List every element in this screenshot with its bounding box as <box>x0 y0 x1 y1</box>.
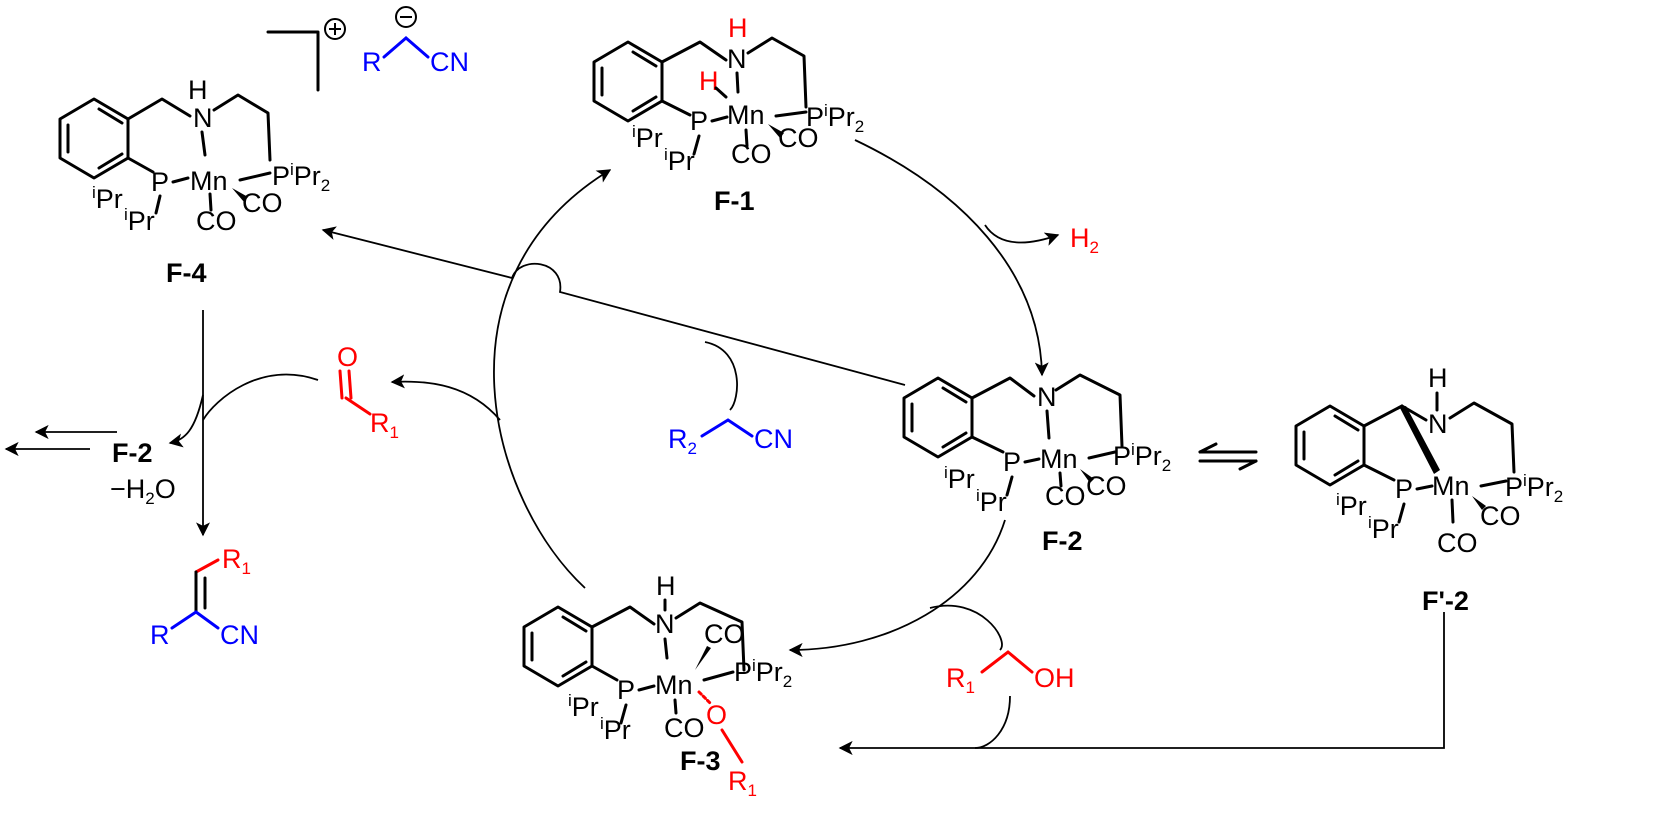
f2p-mn-label: Mn <box>1432 471 1470 501</box>
f4-ipr-a: iPr <box>92 183 123 214</box>
compound-f4: R CN H N P iPr iPr Mn CO CO Pi <box>58 6 469 288</box>
f4-h-label: H <box>188 75 208 105</box>
nitrile-substrate: R2 CN <box>668 418 793 458</box>
f2p-ipr-a: iPr <box>1336 490 1367 521</box>
f3-p-label: P <box>617 675 635 705</box>
f3-o-label: O <box>706 700 727 730</box>
nitrile-r2-label: R2 <box>668 424 697 458</box>
h2-label: H2 <box>1070 223 1099 257</box>
compound-f3: H N P iPr iPr Mn CO CO O R1 PiPr2 F-3 <box>522 571 792 800</box>
positive-charge-icon <box>324 18 346 40</box>
minus-water-label: −H2O <box>110 474 176 508</box>
f4-title: F-4 <box>166 258 207 288</box>
f2-co-b: CO <box>1086 471 1127 501</box>
f3-mn-label: Mn <box>655 670 693 700</box>
f2-ipr-b: iPr <box>976 486 1007 517</box>
f2-ipr-a: iPr <box>944 463 975 494</box>
f4-pipr2: PiPr2 <box>272 160 330 195</box>
f1-ipr-b: iPr <box>664 145 695 176</box>
product-r-label: R <box>150 620 170 650</box>
f3-co-bottom: CO <box>664 713 705 743</box>
f3-r1-label: R1 <box>728 766 757 800</box>
equilibrium-arrows <box>1198 442 1258 471</box>
f1-p-label: P <box>690 106 708 136</box>
anion-r-label: R <box>362 47 382 77</box>
f1-co-a: CO <box>731 139 772 169</box>
f2-pipr2: PiPr2 <box>1113 440 1171 475</box>
f4-mn-label: Mn <box>190 166 228 196</box>
negative-charge-icon <box>395 6 417 28</box>
f4-co-a: CO <box>196 206 237 236</box>
f2-side-label: F-2 <box>112 438 153 468</box>
f4-co-b: CO <box>242 188 283 218</box>
product-r1-label: R1 <box>222 544 251 578</box>
f2p-title: F'-2 <box>1422 586 1469 616</box>
alcohol-substrate: R1 OH <box>946 650 1075 697</box>
f2-co-a: CO <box>1045 481 1086 511</box>
f3-ipr-a: iPr <box>568 691 599 722</box>
f1-mn-h-label: H <box>699 66 719 96</box>
aldehyde-o-label: O <box>337 342 358 372</box>
alcohol-oh-label: OH <box>1034 663 1075 693</box>
f1-pipr2: PiPr2 <box>806 101 864 136</box>
f2p-co-b: CO <box>1480 501 1521 531</box>
f3-pipr2: PiPr2 <box>734 656 792 691</box>
compound-f2-prime: H N P iPr iPr Mn CO CO PiPr2 F'-2 <box>1294 363 1563 616</box>
compound-f2: N P iPr iPr Mn CO CO PiPr2 F-2 <box>902 373 1171 556</box>
f3-ipr-b: iPr <box>600 714 631 745</box>
f2p-p-label: P <box>1395 474 1413 504</box>
f4-ipr-b: iPr <box>124 205 155 236</box>
alcohol-r1-label: R1 <box>946 663 975 697</box>
aldehyde-r1-label: R1 <box>370 408 399 442</box>
f2p-co-a: CO <box>1437 528 1478 558</box>
f3-n-label: N <box>655 609 675 639</box>
alkene-product: R1 R CN <box>150 544 259 650</box>
f2p-pipr2: PiPr2 <box>1505 471 1563 506</box>
product-cn-label: CN <box>220 620 259 650</box>
f2p-n-label: N <box>1428 409 1448 439</box>
f1-title: F-1 <box>714 186 755 216</box>
f2-p-label: P <box>1003 447 1021 477</box>
f3-h-label: H <box>656 571 676 601</box>
f1-nh-h-label: H <box>728 13 748 43</box>
f4-n-label: N <box>193 103 213 133</box>
anion-cn-label: CN <box>430 47 469 77</box>
f2-title: F-2 <box>1042 526 1083 556</box>
f1-n-label: N <box>727 44 747 74</box>
f1-mn-label: Mn <box>727 100 765 130</box>
nitrile-cn-label: CN <box>754 424 793 454</box>
aldehyde-substrate: O R1 <box>337 342 399 442</box>
f3-title: F-3 <box>680 746 721 776</box>
f1-co-b: CO <box>778 123 819 153</box>
reaction-arrows <box>4 139 1445 755</box>
compound-f1: H N H P iPr iPr Mn CO CO PiPr2 F-1 <box>592 13 864 216</box>
f2-mn-label: Mn <box>1040 444 1078 474</box>
f1-ipr-a: iPr <box>632 122 663 153</box>
f2p-ipr-b: iPr <box>1368 513 1399 544</box>
f3-co-top: CO <box>704 619 745 649</box>
f2p-h-label: H <box>1428 363 1448 393</box>
f2-n-label: N <box>1037 382 1057 412</box>
f4-p-label: P <box>151 167 169 197</box>
